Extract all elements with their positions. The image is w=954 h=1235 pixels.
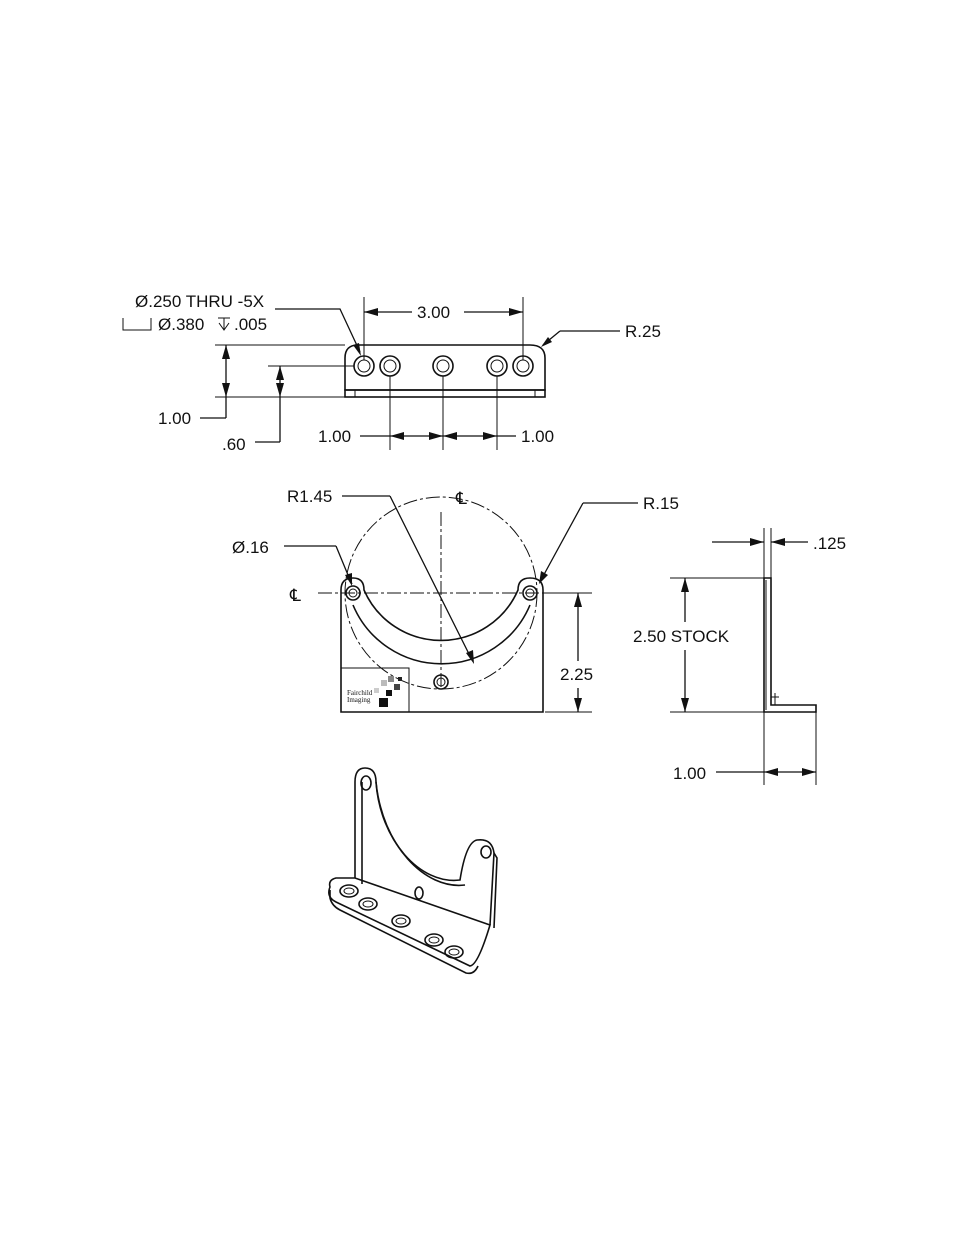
hole (445, 946, 463, 958)
iso-base-holes (340, 885, 463, 958)
side-view-profile (764, 578, 816, 712)
dim-0-125: .125 (813, 534, 846, 553)
depth-symbol (218, 318, 230, 330)
hole (392, 915, 410, 927)
dim-2-25: 2.25 (560, 665, 593, 684)
dim-pitch-left: 1.00 (318, 427, 351, 446)
iso-upright-hole (481, 846, 491, 858)
dim-r1-45: R1.45 (287, 487, 332, 506)
top-view-plate-outline (345, 345, 545, 390)
dim-3-00: 3.00 (417, 303, 450, 322)
dim-0-60: .60 (222, 435, 246, 454)
isometric-view (329, 768, 497, 973)
dim-1-00-flange: 1.00 (673, 764, 706, 783)
top-view: Ø.250 THRU -5X Ø.380 .005 3.00 R.25 1.00 (123, 292, 661, 454)
hole-callout-line2: Ø.380 (158, 315, 204, 334)
dim-dia-16: Ø.16 (232, 538, 269, 557)
counterbore-symbol (123, 318, 151, 330)
hole (487, 356, 507, 376)
dim-1-00-depth: 1.00 (158, 409, 191, 428)
front-view: Fairchild Imaging R1.45 ℄ ℄ R.15 Ø.16 2.… (232, 487, 679, 712)
side-view: .125 2.50 STOCK 1.00 (633, 528, 846, 785)
hole (425, 934, 443, 946)
hole-callout-leader (275, 309, 360, 352)
top-view-holes (354, 356, 533, 376)
centerline-symbol-horizontal: ℄ (289, 586, 301, 605)
hole (359, 898, 377, 910)
hole-callout-depth: .005 (234, 315, 267, 334)
hole (380, 356, 400, 376)
hole-callout-line1: Ø.250 THRU -5X (135, 292, 264, 311)
dim-r-25: R.25 (625, 322, 661, 341)
centerline-symbol-vertical: ℄ (455, 489, 467, 508)
dim-r-15: R.15 (643, 494, 679, 513)
hole (433, 356, 453, 376)
dim-2-50-stock: 2.50 STOCK (633, 627, 730, 646)
iso-upright-hole (415, 887, 423, 899)
fairchild-imaging-logo: Fairchild Imaging (341, 668, 409, 712)
hole (340, 885, 358, 897)
logo-text-line2: Imaging (347, 696, 371, 704)
dim-pitch-right: 1.00 (521, 427, 554, 446)
top-view-upright-edge (345, 390, 545, 397)
